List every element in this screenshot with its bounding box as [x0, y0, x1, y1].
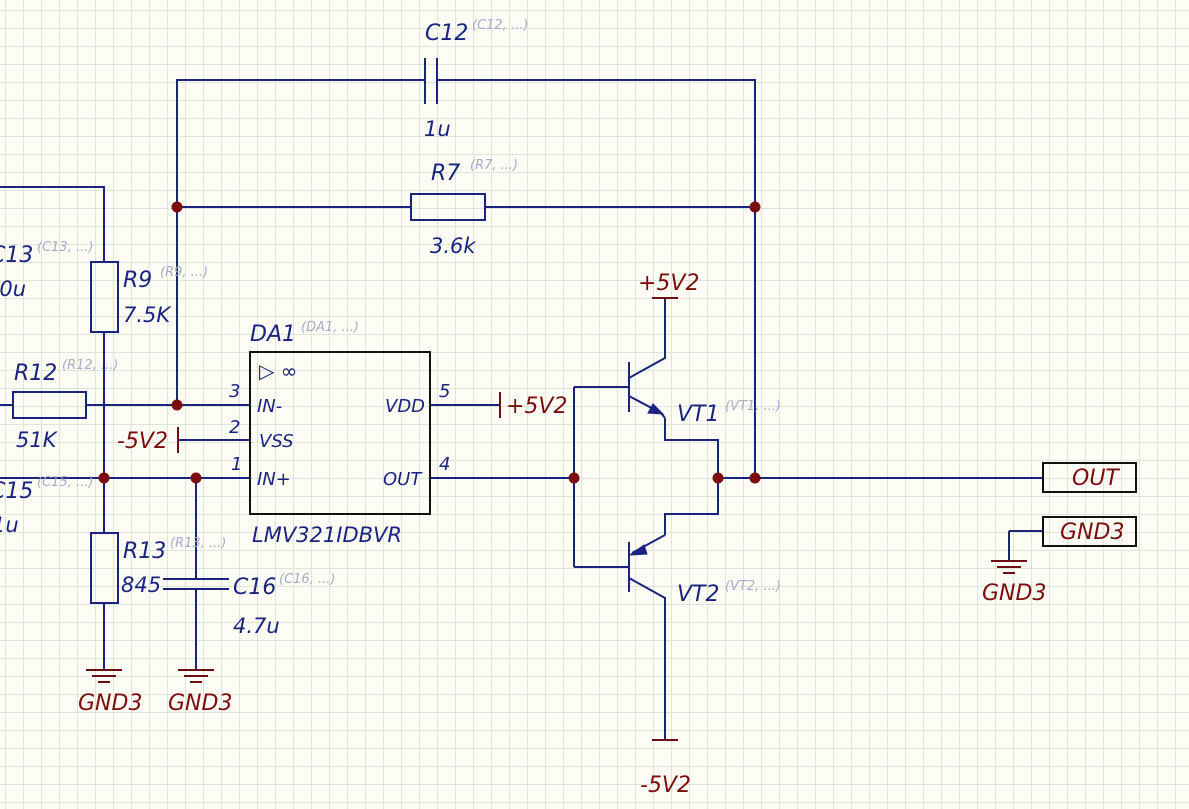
pin-number: 4	[439, 454, 450, 475]
r9-ref: (R9, ...)	[160, 265, 208, 280]
port-label: GND3	[1060, 520, 1124, 545]
r13-value: 845	[121, 573, 161, 597]
c16-designator: C16	[233, 575, 276, 600]
vt1-ref: (VT1, ...)	[725, 399, 781, 414]
junction-dot	[712, 472, 724, 484]
pin-name-vss: VSS	[259, 431, 294, 452]
da1-designator: DA1	[250, 322, 296, 347]
pin-number: 5	[439, 381, 450, 402]
net-label: GND3	[982, 581, 1046, 606]
r7-value: 3.6k	[430, 234, 476, 258]
r13-ref: (R13, ...)	[170, 536, 226, 551]
c12-value: 1u	[424, 117, 451, 141]
c16-ref: (C16, ...)	[279, 572, 335, 587]
da1-part-number: LMV321IDBVR	[252, 523, 402, 547]
pin-name-in-minus: IN-	[257, 396, 282, 417]
pin-name-vdd: VDD	[385, 396, 425, 417]
net-label: GND3	[78, 691, 142, 716]
junction-dot	[749, 472, 761, 484]
resistor-r7[interactable]: R7 (R7, ...) 3.6k	[410, 158, 518, 258]
port-label: OUT	[1072, 466, 1120, 491]
net-label: -5V2	[117, 429, 168, 454]
r7-designator: R7	[431, 161, 460, 186]
pin-number: 1	[231, 454, 242, 475]
vt2-ref: (VT2, ...)	[725, 579, 781, 594]
c13-value: 10u	[0, 277, 26, 301]
junctions	[98, 201, 761, 484]
capacitor-c15[interactable]: C15 (C15, ...) 1u	[0, 475, 93, 537]
da1-ref: (DA1, ...)	[301, 320, 359, 335]
pin-name-in-plus: IN+	[257, 469, 291, 490]
c13-designator: C13	[0, 243, 33, 268]
net-label: +5V2	[506, 394, 567, 419]
opamp-da1[interactable]: DA1 (DA1, ...) ▷ ∞ IN- VSS IN+ VDD OUT 3…	[229, 320, 450, 547]
ground-r13[interactable]: GND3	[78, 669, 142, 716]
power-minus5v-vss[interactable]: -5V2	[117, 427, 179, 454]
vt1-designator: VT1	[677, 402, 720, 427]
transistor-vt1[interactable]: VT1 (VT1, ...)	[628, 340, 781, 427]
c12-designator: C12	[425, 21, 468, 46]
r13-designator: R13	[123, 539, 166, 564]
pin-name-out: OUT	[383, 469, 423, 490]
ground-c16[interactable]: GND3	[168, 669, 232, 716]
power-minus5v-bottom[interactable]: -5V2	[640, 739, 691, 798]
port-gnd3[interactable]: GND3	[1042, 516, 1137, 547]
transistor-vt2[interactable]: VT2 (VT2, ...)	[628, 534, 781, 607]
resistor-r9[interactable]: R9 (R9, ...) 7.5K	[90, 261, 208, 333]
r12-designator: R12	[14, 361, 57, 386]
capacitor-c12[interactable]: C12 (C12, ...) 1u	[424, 18, 528, 141]
r12-value: 51K	[16, 428, 59, 452]
junction-dot	[749, 201, 761, 213]
c12-ref: (C12, ...)	[472, 18, 528, 33]
capacitor-c13[interactable]: C13 (C13, ...) 10u	[0, 240, 93, 301]
r9-designator: R9	[123, 268, 152, 293]
pin-number: 3	[229, 381, 240, 402]
resistor-r13[interactable]: R13 (R13, ...) 845	[90, 532, 226, 604]
port-out[interactable]: OUT	[1042, 462, 1137, 493]
r7-ref: (R7, ...)	[470, 158, 518, 173]
c13-ref: (C13, ...)	[37, 240, 93, 255]
net-label: +5V2	[638, 271, 699, 296]
capacitor-c16[interactable]: C16 (C16, ...) 4.7u	[163, 572, 335, 638]
c15-ref: (C15, ...)	[37, 475, 93, 490]
junction-dot	[171, 201, 183, 213]
r9-value: 7.5K	[123, 303, 172, 327]
resistor-r12[interactable]: R12 (R12, ...) 51K	[12, 358, 118, 452]
emitter-arrow-icon	[647, 403, 665, 415]
c16-value: 4.7u	[233, 614, 280, 638]
c15-value: 1u	[0, 513, 19, 537]
opamp-symbol-icon: ▷ ∞	[259, 359, 297, 383]
net-label: -5V2	[640, 773, 691, 798]
pin-number: 2	[229, 417, 240, 438]
emitter-arrow-icon	[628, 544, 648, 556]
junction-dot	[171, 399, 183, 411]
power-plus5v-top[interactable]: +5V2	[638, 271, 699, 299]
r12-ref: (R12, ...)	[62, 358, 118, 373]
net-label: GND3	[168, 691, 232, 716]
ground-right[interactable]: GND3	[982, 560, 1046, 606]
junction-dot	[98, 472, 110, 484]
vt2-designator: VT2	[677, 582, 720, 607]
c15-designator: C15	[0, 479, 33, 504]
junction-dot	[568, 472, 580, 484]
power-plus5v-vdd[interactable]: +5V2	[499, 392, 567, 419]
junction-dot	[190, 472, 202, 484]
